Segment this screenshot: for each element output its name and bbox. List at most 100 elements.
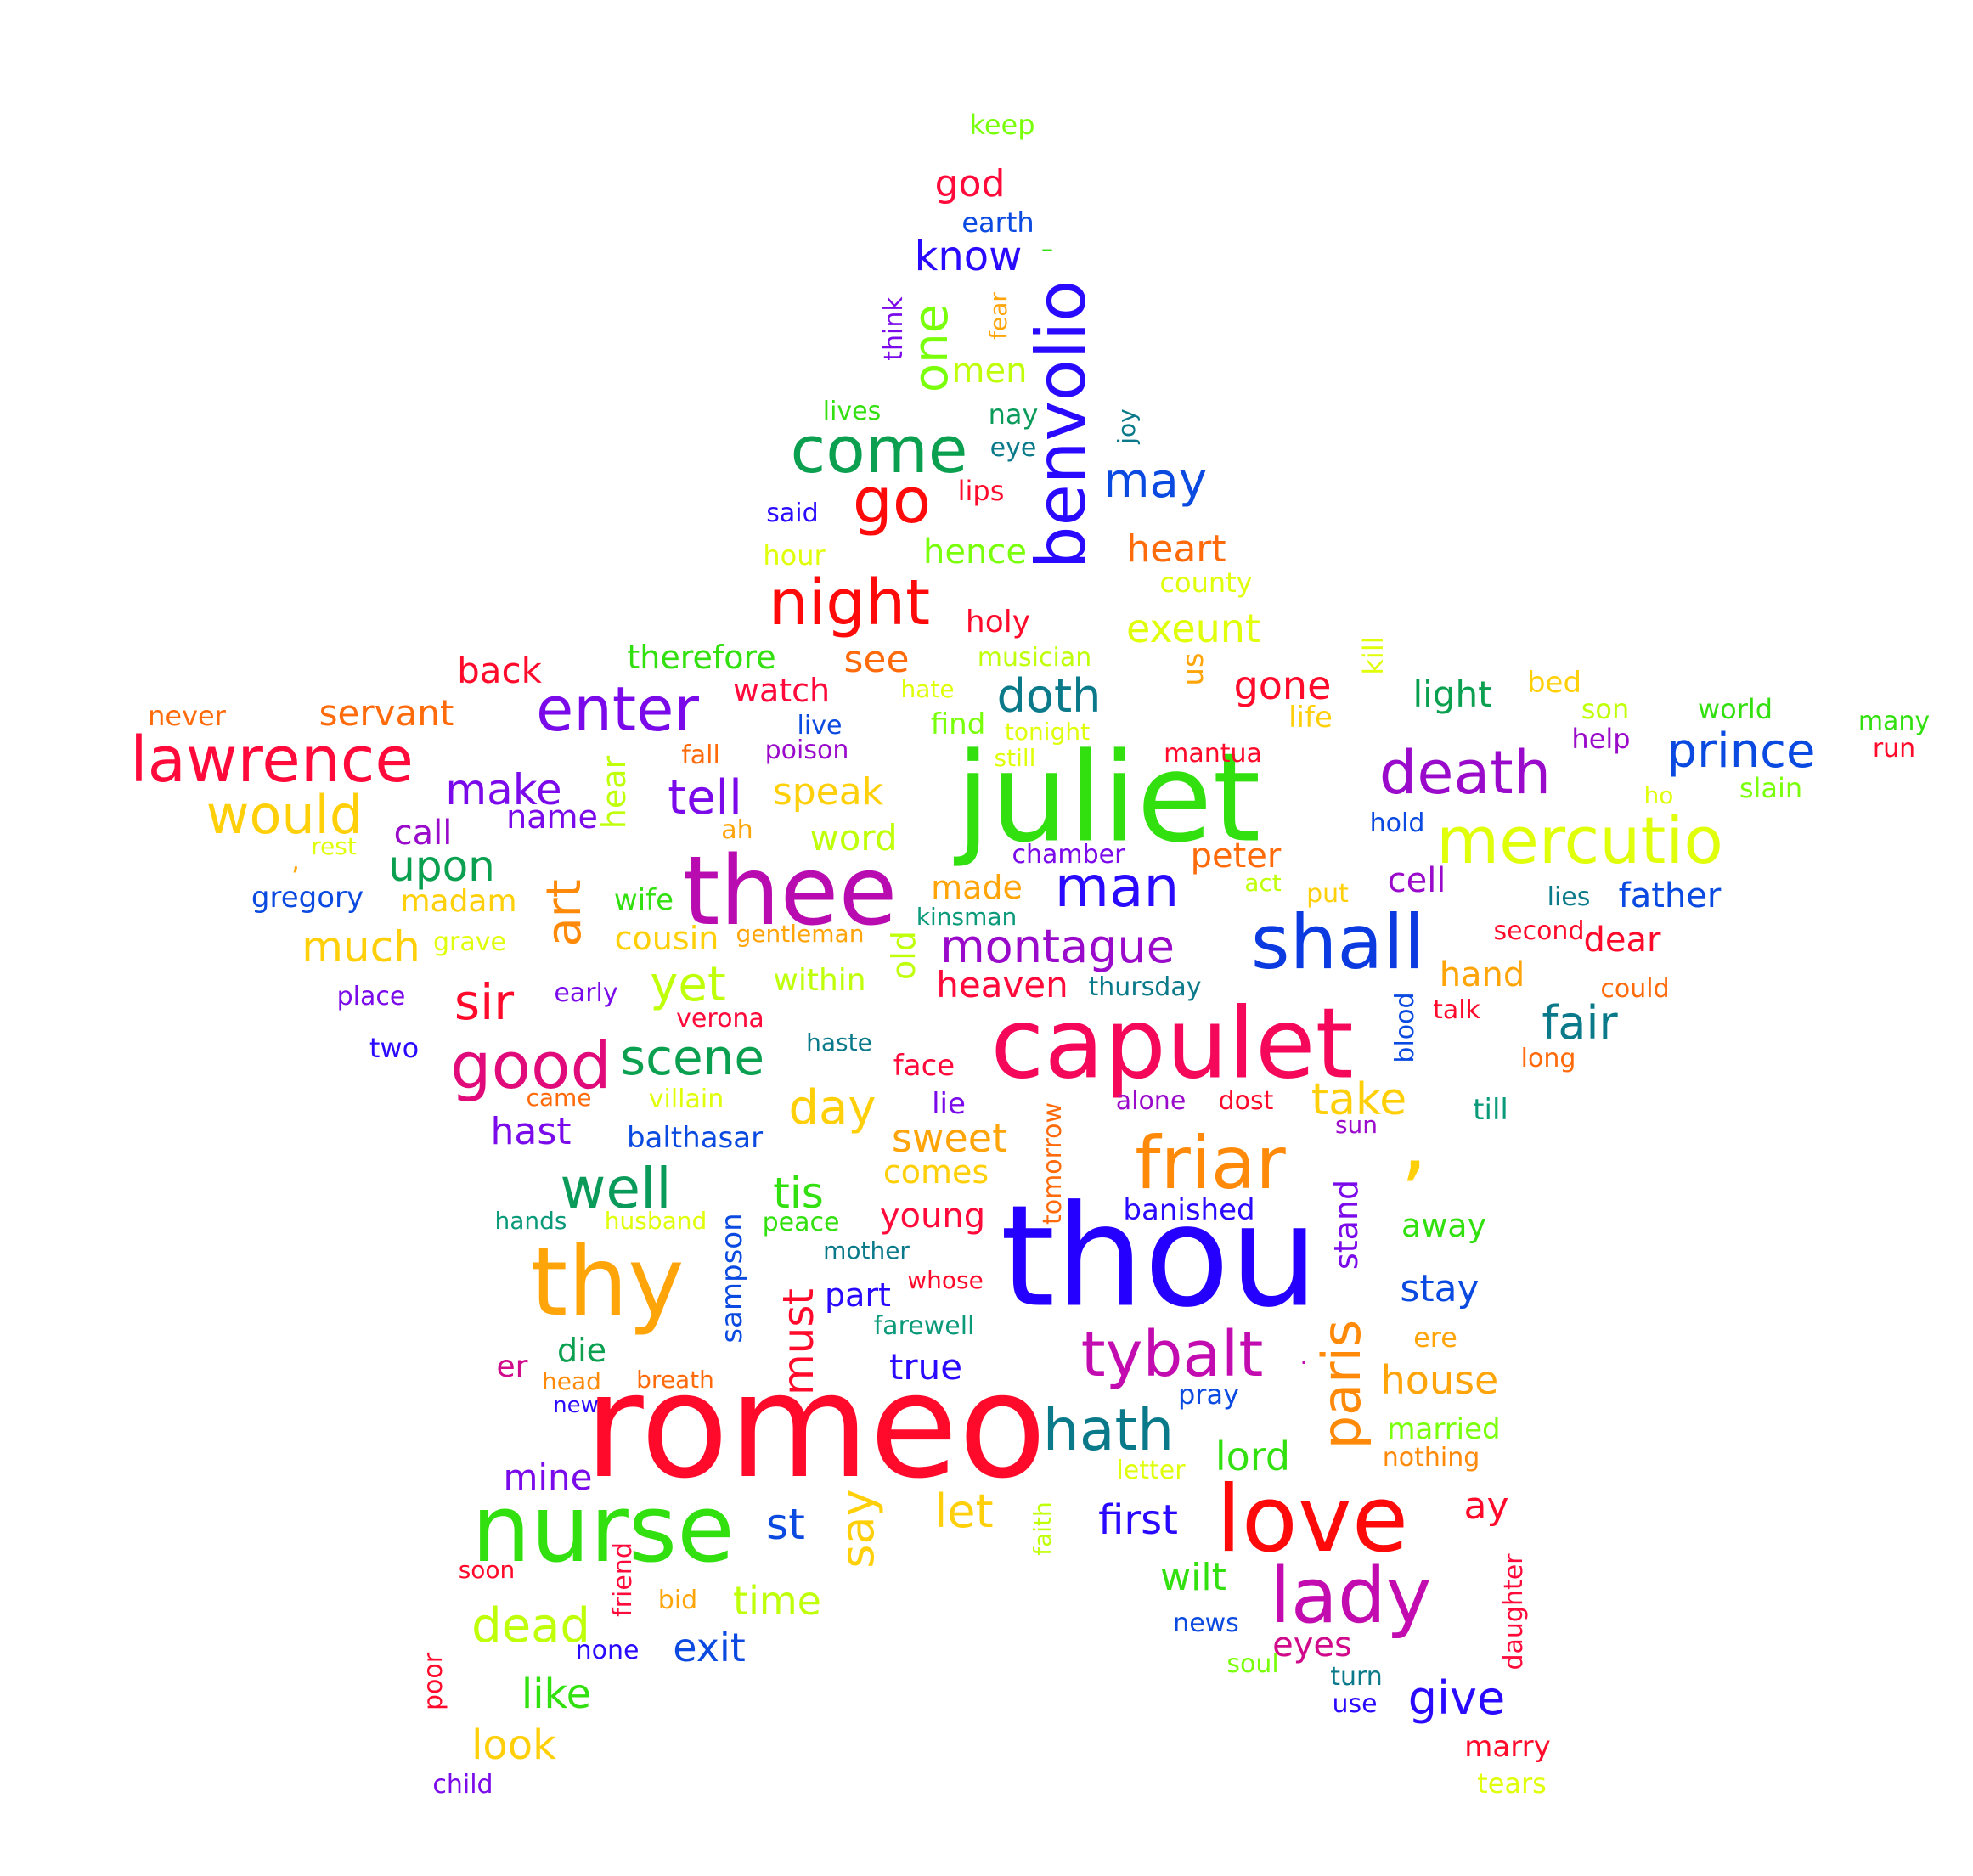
word: juliet <box>955 726 1261 870</box>
word: back <box>457 650 542 691</box>
word: make <box>445 765 562 814</box>
word: sweet <box>891 1115 1008 1161</box>
word: many <box>1857 707 1931 736</box>
word: name <box>506 798 598 836</box>
word: know <box>914 233 1023 280</box>
word: pray <box>1177 1378 1240 1411</box>
word: er <box>496 1349 528 1384</box>
word: said <box>766 499 819 528</box>
word: prince <box>1666 724 1816 779</box>
word: god <box>934 162 1006 206</box>
word: sir <box>454 973 515 1031</box>
word: scene <box>619 1028 765 1086</box>
word: help <box>1571 723 1631 755</box>
word: eye <box>989 433 1037 463</box>
word: friend <box>608 1542 638 1617</box>
word: . <box>1299 1342 1308 1370</box>
word: light <box>1412 673 1492 715</box>
word: long <box>1520 1044 1576 1073</box>
word: breath <box>636 1366 714 1394</box>
word: hour <box>763 539 826 572</box>
word: doth <box>996 669 1102 723</box>
word: joy <box>1113 408 1141 444</box>
word: first <box>1098 1496 1178 1544</box>
word: house <box>1380 1357 1499 1403</box>
word: kinsman <box>916 903 1018 931</box>
word: would <box>206 784 364 846</box>
word: live <box>797 711 843 741</box>
word: peter <box>1190 837 1282 876</box>
word: tonight <box>1004 718 1091 746</box>
word: true <box>888 1346 963 1388</box>
word: mine <box>503 1456 593 1498</box>
word: eyes <box>1272 1625 1352 1665</box>
word: faith <box>1029 1501 1057 1556</box>
word: lies <box>1547 882 1591 912</box>
word: night <box>768 566 931 639</box>
word: head <box>542 1367 601 1395</box>
word: ay <box>1463 1484 1509 1528</box>
word: dost <box>1218 1086 1274 1116</box>
word: tis <box>773 1169 824 1218</box>
word: cousin <box>614 920 719 957</box>
word: balthasar <box>626 1121 764 1155</box>
word: made <box>931 869 1023 906</box>
word: dead <box>471 1598 590 1653</box>
word: bid <box>657 1586 698 1615</box>
word: day <box>788 1080 877 1135</box>
word: nurse <box>471 1474 735 1583</box>
word: place <box>336 982 406 1011</box>
word: till <box>1473 1093 1508 1127</box>
word: lord <box>1215 1434 1291 1479</box>
word: come <box>790 412 968 487</box>
word: montague <box>940 920 1175 973</box>
word: st <box>766 1500 805 1549</box>
word: never <box>148 700 226 732</box>
word: wilt <box>1160 1556 1226 1599</box>
word: mother <box>823 1237 910 1265</box>
word: – <box>1041 234 1053 262</box>
word: cell <box>1387 861 1446 900</box>
word: let <box>934 1484 994 1538</box>
word: upon <box>388 842 495 891</box>
word: hath <box>1042 1397 1175 1464</box>
word: enter <box>535 673 700 745</box>
word: gregory <box>251 881 364 915</box>
word: , <box>1401 1092 1428 1192</box>
word: like <box>521 1670 592 1718</box>
word: , <box>291 847 300 876</box>
word: take <box>1311 1074 1407 1125</box>
word: fair <box>1542 996 1618 1050</box>
word: love <box>1215 1467 1409 1573</box>
word: thee <box>682 837 898 947</box>
word: chamber <box>1012 840 1125 870</box>
word: paris <box>1311 1319 1373 1450</box>
word: one <box>904 303 959 393</box>
word: fall <box>681 741 720 770</box>
word: well <box>560 1156 672 1221</box>
word: man <box>1054 854 1180 920</box>
word: ho <box>1643 781 1674 809</box>
word: therefore <box>627 639 776 676</box>
word: nothing <box>1382 1443 1480 1473</box>
word: madam <box>400 884 517 919</box>
word: hold <box>1369 808 1425 838</box>
word: could <box>1600 974 1670 1004</box>
word: alone <box>1115 1086 1187 1116</box>
word: within <box>773 963 866 998</box>
word: watch <box>732 672 831 709</box>
word: think <box>879 296 909 361</box>
word: speak <box>772 770 884 814</box>
word: fear <box>984 292 1012 340</box>
word: villain <box>648 1084 724 1114</box>
word: none <box>575 1636 640 1665</box>
word: give <box>1407 1671 1506 1725</box>
word: lawrence <box>130 724 414 797</box>
word: soul <box>1226 1649 1279 1679</box>
word: world <box>1697 693 1773 725</box>
word: sampson <box>715 1213 749 1344</box>
word: father <box>1618 876 1722 915</box>
word: call <box>393 814 453 853</box>
word: yet <box>650 957 726 1012</box>
